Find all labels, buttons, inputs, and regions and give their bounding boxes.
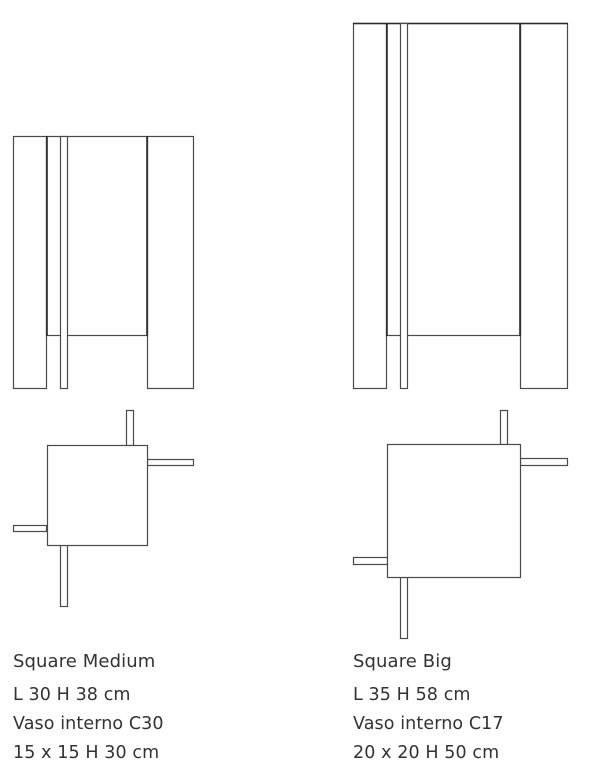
big-front-view (352, 22, 569, 390)
medium-plan-rod-right (146, 458, 195, 467)
big-plan-rod-right (519, 457, 569, 467)
medium-dimensions: L 30 H 38 cm (13, 685, 131, 705)
medium-plan-view (12, 409, 195, 608)
big-rod (399, 22, 409, 390)
medium-plan-rod-top (125, 409, 135, 447)
medium-plan-rod-left (12, 524, 48, 533)
big-dimensions: L 35 H 58 cm (353, 685, 471, 705)
medium-rod (59, 135, 69, 390)
medium-right-leg (146, 135, 195, 390)
medium-plan-rod-bottom (59, 544, 69, 608)
big-product-name: Square Big (353, 651, 452, 672)
big-plan-rod-left (352, 556, 389, 566)
medium-inner-pot-dimensions: 15 x 15 H 30 cm (13, 743, 160, 763)
big-plan-square (386, 443, 522, 579)
big-inner-pot-dimensions: 20 x 20 H 50 cm (353, 743, 500, 763)
medium-inner-pot: Vaso interno C30 (13, 714, 164, 734)
medium-left-leg (12, 135, 48, 390)
medium-spec-caption: Square Medium L 30 H 38 cm Vaso interno … (13, 647, 164, 768)
big-left-leg (352, 22, 388, 390)
big-inner-pot: Vaso interno C17 (353, 714, 504, 734)
big-plan-rod-top (499, 409, 509, 446)
medium-product-name: Square Medium (13, 651, 156, 672)
big-right-leg (519, 22, 569, 390)
big-spec-caption: Square Big L 35 H 58 cm Vaso interno C17… (353, 647, 504, 768)
medium-front-view (12, 135, 195, 390)
medium-plan-square (46, 444, 149, 547)
big-plan-view (352, 409, 569, 640)
big-plan-rod-bottom (399, 576, 409, 640)
